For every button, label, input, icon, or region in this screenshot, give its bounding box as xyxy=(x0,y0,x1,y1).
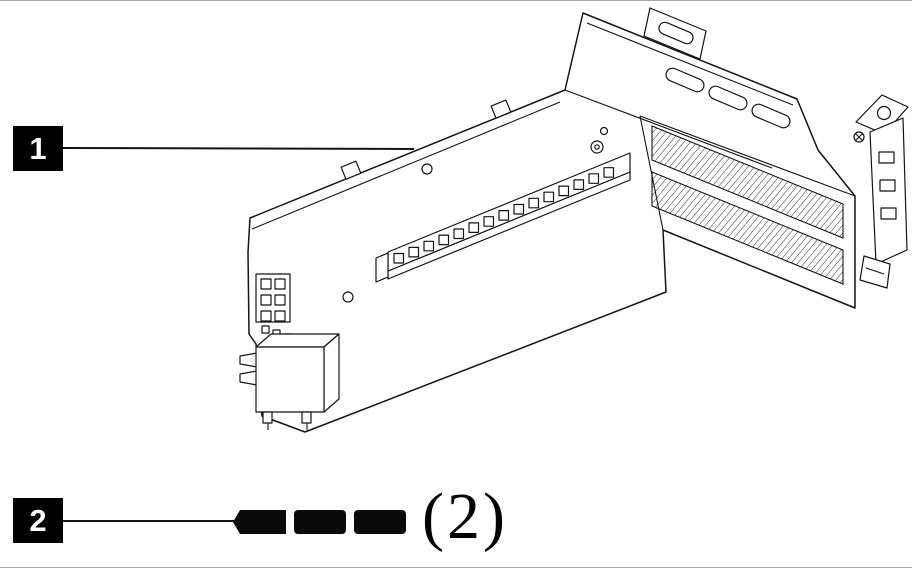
cage-handle xyxy=(643,7,707,60)
leader-line-1 xyxy=(62,147,415,150)
screw-icon xyxy=(233,510,286,534)
rear-io-bracket xyxy=(853,94,909,289)
callout-2-number: 2 xyxy=(29,502,47,538)
callout-1-number: 1 xyxy=(29,130,47,166)
power-connector-block xyxy=(255,273,292,342)
retention-hooks xyxy=(239,352,258,386)
figure-border-top xyxy=(0,0,912,1)
screw-icon xyxy=(294,510,346,534)
quantity-label: (2) xyxy=(422,480,508,553)
vent-slots xyxy=(665,67,791,129)
callout-2-badge: 2 xyxy=(13,498,63,543)
callout-1-badge: 1 xyxy=(13,126,63,171)
slot-opening-hatched-areas xyxy=(651,125,844,285)
riser-cage-body xyxy=(247,12,856,433)
screw-icon xyxy=(354,510,406,534)
pcie-slot-connector xyxy=(375,152,631,283)
edge-tabs xyxy=(340,99,512,180)
screw-icons xyxy=(233,510,406,534)
mounting-holes xyxy=(342,126,609,303)
component-box xyxy=(255,333,340,430)
